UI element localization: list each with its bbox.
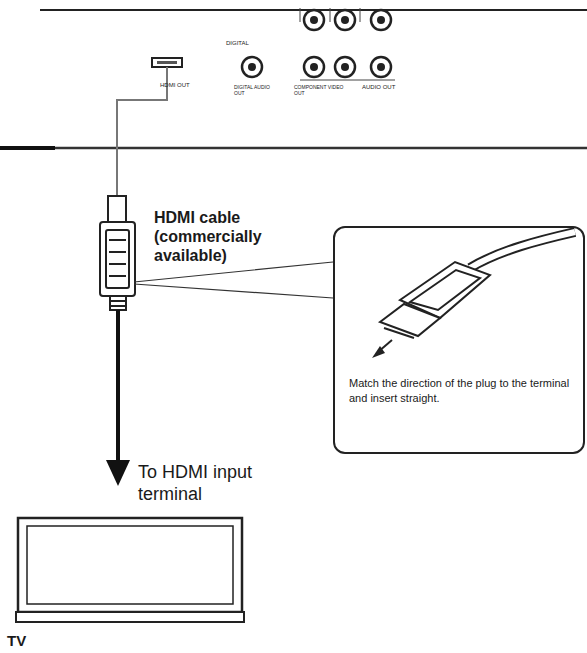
hdmi-cable [116,310,120,462]
hdmi-port [152,58,182,67]
terminal-label: HDMI OUT [160,82,190,89]
device-name: TV [7,632,26,649]
panel-edge [0,147,587,150]
jack-bracket [300,8,395,80]
destination-label: To HDMI input terminal [138,462,308,505]
insert-arrow [372,346,385,358]
terminal-label: DIGITAL AUDIO OUT [234,84,270,96]
jack-centers [248,16,385,71]
terminal-label: AUDIO OUT [362,84,395,91]
terminal-label: COMPONENT VIDEO OUT [294,84,346,96]
arrow-head [106,460,130,486]
hdmi-plug [100,196,135,310]
panel-edge [0,146,55,150]
rca-jacks [242,10,391,77]
hdmi-port [157,61,177,64]
cable-label: HDMI cable (commercially available) [154,208,324,266]
hdmi-cable [117,67,167,196]
terminal-label: DIGITAL [226,40,249,47]
leader-line [134,262,333,298]
tv-outline [5,516,255,650]
instruction-text: Match the direction of the plug to the t… [349,376,573,406]
plug-detail [380,232,575,338]
tv-set: TV [5,516,255,650]
callout-box: Match the direction of the plug to the t… [333,226,585,454]
